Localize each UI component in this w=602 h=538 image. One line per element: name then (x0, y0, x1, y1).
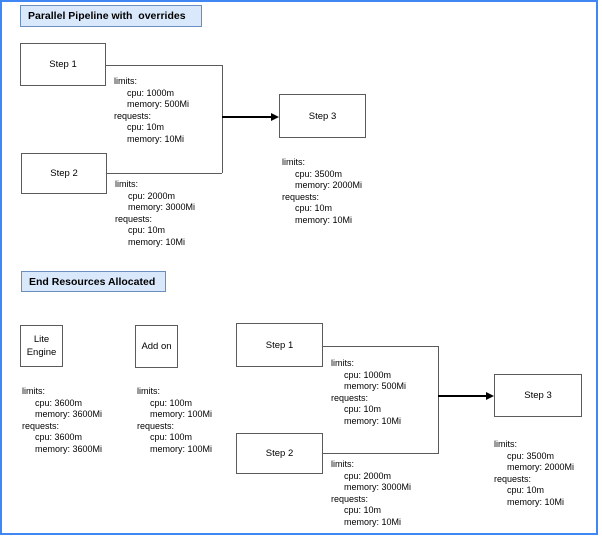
resource-line: cpu: 10m (127, 122, 165, 133)
resource-line: cpu: 10m (344, 404, 382, 415)
resource-line: cpu: 1000m (344, 369, 392, 380)
connector-pipeline-step1 (106, 65, 222, 66)
resource-block-end-step2: limits: cpu: 2000m memory: 3000Mi reques… (331, 459, 411, 529)
resource-line: cpu: 1000m (127, 87, 175, 98)
node-add-on: Add on (135, 325, 178, 368)
resource-block-end-step1: limits: cpu: 1000m memory: 500Mi request… (331, 358, 406, 428)
resource-line: memory: 10Mi (507, 496, 565, 507)
resource-block-lite-engine: limits: cpu: 3600m memory: 3600Mi reques… (22, 386, 102, 456)
node-pipeline-step2: Step 2 (21, 153, 107, 194)
resource-line: memory: 10Mi (344, 415, 402, 426)
node-end-step3: Step 3 (494, 374, 582, 417)
resource-line: limits: (282, 157, 305, 167)
connector-end-step2 (323, 453, 438, 454)
arrow-pipeline-to-step3 (222, 116, 272, 118)
node-label: Engine (26, 347, 57, 358)
resource-line: limits: (114, 76, 137, 86)
resource-line: cpu: 3500m (507, 450, 555, 461)
resource-line: cpu: 10m (128, 225, 166, 236)
resource-line: memory: 3600Mi (35, 443, 103, 454)
resource-line: memory: 500Mi (127, 99, 190, 110)
node-label: Step 1 (49, 59, 77, 70)
resource-line: requests: (137, 420, 175, 431)
connector-pipeline-vertical (222, 65, 223, 173)
resource-line: memory: 500Mi (344, 381, 407, 392)
resource-line: requests: (494, 473, 532, 484)
arrow-end-to-step3 (438, 395, 486, 397)
section-title-end-resources: End Resources Allocated (21, 271, 166, 292)
resource-block-pipeline-step2: limits: cpu: 2000m memory: 3000Mi reques… (115, 179, 195, 249)
resource-line: memory: 10Mi (128, 236, 186, 247)
resource-line: memory: 2000Mi (507, 462, 575, 473)
resource-line: limits: (331, 459, 354, 469)
resource-line: requests: (331, 392, 369, 403)
arrowhead-icon (486, 392, 494, 400)
resource-line: cpu: 2000m (344, 470, 392, 481)
resource-line: limits: (137, 386, 160, 396)
resource-line: cpu: 10m (344, 505, 382, 516)
resource-block-pipeline-step3: limits: cpu: 3500m memory: 2000Mi reques… (282, 157, 362, 227)
resource-line: cpu: 3600m (35, 397, 83, 408)
resource-line: requests: (115, 213, 153, 224)
resource-block-add-on: limits: cpu: 100m memory: 100Mi requests… (137, 386, 212, 456)
resource-line: cpu: 10m (507, 485, 545, 496)
node-end-step2: Step 2 (236, 433, 323, 474)
node-pipeline-step3: Step 3 (279, 94, 366, 138)
resource-line: requests: (22, 420, 60, 431)
resource-line: requests: (282, 191, 320, 202)
connector-end-step1 (323, 346, 438, 347)
resource-line: cpu: 3500m (295, 168, 343, 179)
resource-line: memory: 10Mi (344, 516, 402, 527)
section-title-parallel-pipeline: Parallel Pipeline with overrides (20, 5, 202, 27)
resource-line: requests: (114, 110, 152, 121)
resource-line: limits: (331, 358, 354, 368)
resource-line: memory: 2000Mi (295, 180, 363, 191)
resource-line: cpu: 2000m (128, 190, 176, 201)
node-lite-engine: Lite Engine (20, 325, 63, 367)
node-label: Lite (33, 334, 50, 345)
resource-block-pipeline-step1: limits: cpu: 1000m memory: 500Mi request… (114, 76, 189, 146)
resource-line: cpu: 3600m (35, 432, 83, 443)
connector-pipeline-step2 (107, 173, 222, 174)
node-label: Add on (141, 341, 172, 352)
node-label: Step 3 (524, 390, 552, 401)
node-label: Step 2 (50, 168, 78, 179)
resource-line: memory: 3000Mi (344, 482, 412, 493)
resource-line: memory: 100Mi (150, 443, 213, 454)
resource-line: limits: (494, 439, 517, 449)
node-pipeline-step1: Step 1 (20, 43, 106, 86)
connector-end-vertical (438, 346, 439, 454)
resource-line: cpu: 10m (295, 203, 333, 214)
node-label: Step 3 (308, 110, 337, 122)
resource-line: memory: 3000Mi (128, 202, 196, 213)
resource-line: requests: (331, 493, 369, 504)
node-end-step1: Step 1 (236, 323, 323, 367)
resource-line: memory: 10Mi (295, 214, 353, 225)
resource-line: memory: 3600Mi (35, 409, 103, 420)
resource-line: memory: 10Mi (127, 133, 185, 144)
resource-block-end-step3: limits: cpu: 3500m memory: 2000Mi reques… (494, 439, 574, 509)
resource-line: memory: 100Mi (150, 409, 213, 420)
resource-line: limits: (22, 386, 45, 396)
resource-line: limits: (115, 179, 138, 189)
node-label: Step 1 (265, 339, 294, 351)
node-label: Step 2 (265, 448, 294, 459)
arrowhead-icon (271, 113, 279, 121)
resource-line: cpu: 100m (150, 432, 193, 443)
resource-line: cpu: 100m (150, 397, 193, 408)
